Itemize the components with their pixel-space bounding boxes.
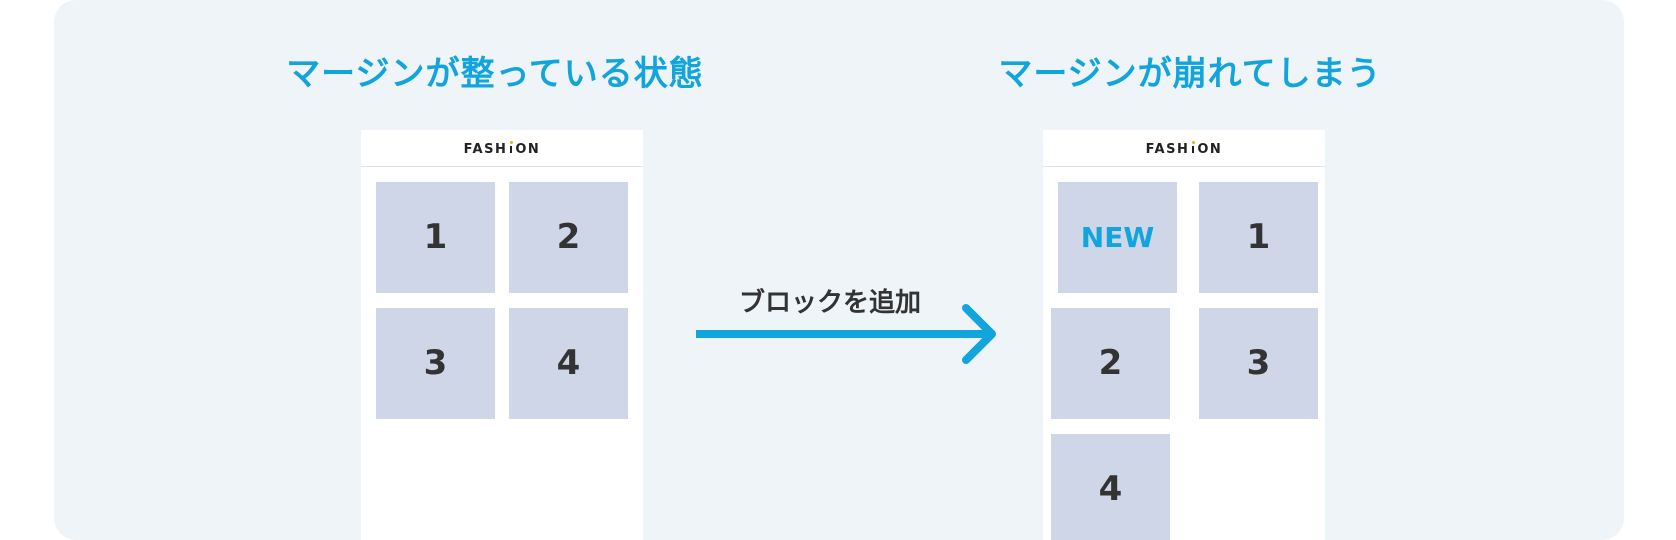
tile-new: NEW: [1058, 182, 1177, 293]
tile-2: 2: [509, 182, 628, 293]
tile-4: 4: [509, 308, 628, 419]
tile-1: 1: [1199, 182, 1318, 293]
tile-3: 3: [376, 308, 495, 419]
logo-text-after: ON: [1197, 142, 1223, 157]
fashion-logo: FASH ON: [361, 130, 643, 167]
heading-broken-state: マージンが崩れてしまう: [998, 54, 1382, 94]
tile-4: 4: [1051, 434, 1170, 540]
phone-mockup-broken: FASH ON NEW 1 2 3 4: [1043, 130, 1325, 540]
logo-i-glyph: [509, 141, 513, 153]
heading-aligned-state: マージンが整っている状態: [286, 54, 704, 94]
tile-1: 1: [376, 182, 495, 293]
right-arrow-icon: [696, 304, 996, 364]
arrow-label: ブロックを追加: [738, 288, 921, 318]
phone-mockup-aligned: FASH ON 1 2 3 4: [361, 130, 643, 540]
logo-i-glyph: [1191, 141, 1195, 153]
background-panel: [54, 0, 1624, 540]
logo-text-after: ON: [515, 142, 541, 157]
logo-text-before: FASH: [1145, 142, 1190, 157]
logo-text-before: FASH: [463, 142, 508, 157]
fashion-logo: FASH ON: [1043, 130, 1325, 167]
tile-3: 3: [1199, 308, 1318, 419]
tile-2: 2: [1051, 308, 1170, 419]
